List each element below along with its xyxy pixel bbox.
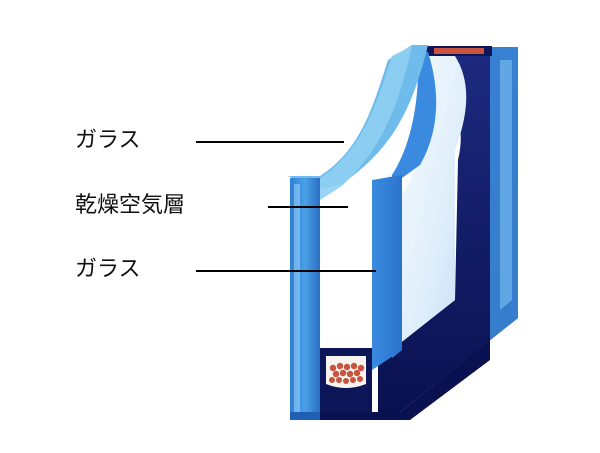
bottom-desiccant [329,362,365,384]
front-pane-side [320,46,412,200]
label-air-layer: 乾燥空気層 [75,193,186,218]
air-layer-region [398,56,467,345]
back-pane-edge [378,47,518,412]
back-pane-highlight [500,60,512,310]
front-pane-bottom [290,412,320,420]
label-glass-inner: ガラス [75,257,141,282]
label-glass-outer: ガラス [75,128,141,153]
top-desiccant [434,48,484,54]
bottom-base-navy [318,340,490,420]
middle-pane [392,52,437,358]
front-pane-highlight [294,184,300,414]
middle-pane-edge [372,175,402,370]
